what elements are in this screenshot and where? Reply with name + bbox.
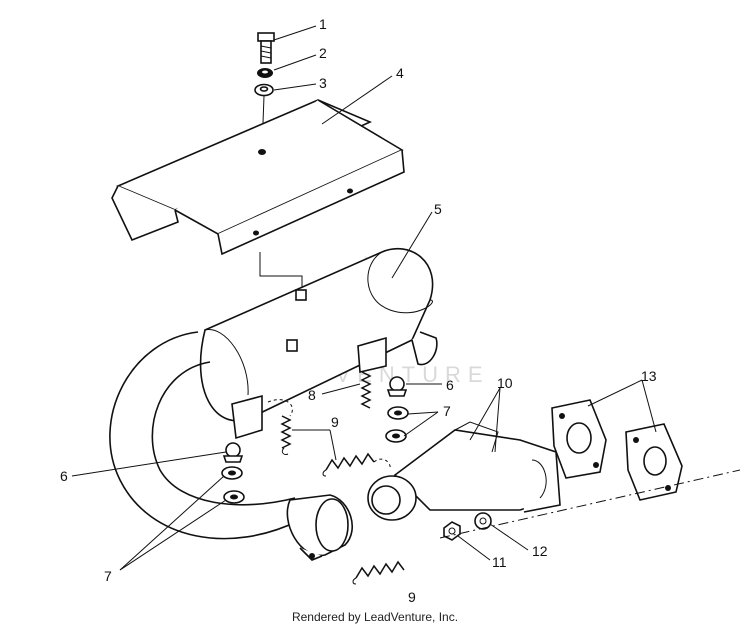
nut-part[interactable] (443, 521, 461, 541)
callout-10: 10 (497, 375, 513, 391)
shield-mount-line (259, 252, 303, 290)
gasket-part-left[interactable] (551, 399, 607, 479)
spring-part-8[interactable] (360, 371, 372, 409)
callout-7-lower: 7 (104, 568, 112, 584)
washer-part-lower[interactable] (221, 466, 245, 504)
heat-shield-part[interactable] (111, 99, 405, 256)
callout-2: 2 (319, 45, 327, 61)
callout-8: 8 (308, 387, 316, 403)
callout-6-lower: 6 (60, 468, 68, 484)
stud-part[interactable] (474, 512, 492, 530)
exhaust-pipe-part[interactable] (109, 331, 354, 561)
spring-part-9-diagonal[interactable] (322, 452, 375, 477)
muffler-part[interactable] (199, 247, 438, 440)
spring-part-9-loose[interactable] (352, 560, 405, 585)
bolt-part[interactable] (257, 32, 275, 64)
washer-part-upper[interactable] (385, 406, 409, 443)
spring-part-9-vertical[interactable] (280, 415, 292, 455)
grommet-part-upper[interactable] (386, 376, 408, 397)
callout-5: 5 (434, 201, 442, 217)
callout-9-lower: 9 (408, 589, 416, 605)
grommet-part-lower[interactable] (222, 442, 244, 463)
callout-3: 3 (319, 75, 327, 91)
callout-6-upper: 6 (446, 377, 454, 393)
callout-7-upper: 7 (443, 403, 451, 419)
callout-1: 1 (319, 16, 327, 32)
render-credit: Rendered by LeadVenture, Inc. (291, 610, 459, 624)
callout-12: 12 (532, 543, 548, 559)
callout-4: 4 (396, 65, 404, 81)
flat-washer-part[interactable] (254, 83, 274, 97)
callout-11: 11 (492, 554, 507, 570)
callout-9-upper: 9 (331, 414, 339, 430)
leader-lines (71, 25, 657, 571)
gasket-part-right[interactable] (625, 423, 683, 501)
spring-hook-dash-2 (373, 458, 391, 471)
exhaust-manifold-part[interactable] (367, 421, 561, 521)
callout-13: 13 (641, 368, 657, 384)
lock-washer-part[interactable] (257, 68, 273, 78)
